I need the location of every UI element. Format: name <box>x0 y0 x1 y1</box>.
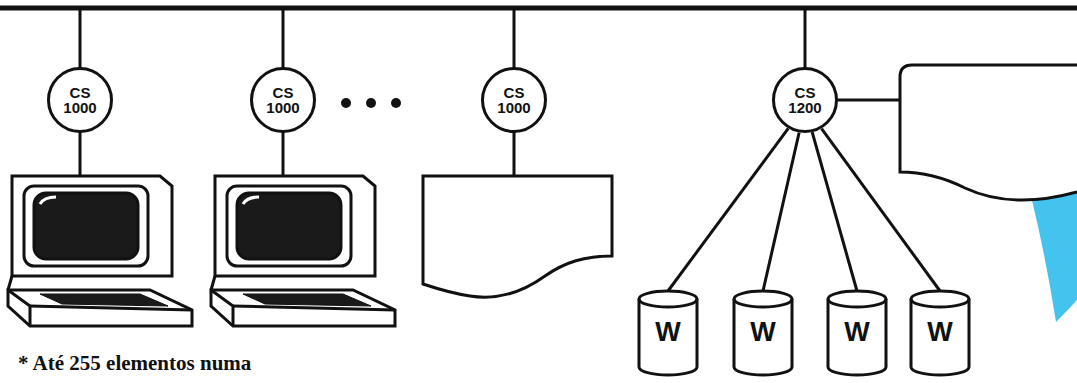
ellipsis-dots <box>341 98 401 108</box>
disk-cylinder: W <box>637 289 699 377</box>
disk-letter: W <box>732 319 794 346</box>
disk-link <box>668 128 788 291</box>
disk-letter: W <box>637 319 699 346</box>
controller-name: CS 1200 <box>785 85 825 115</box>
controller-name: CS 1000 <box>263 85 303 115</box>
network-controller-circle: CS 1200 <box>772 67 838 133</box>
terminal-icon <box>211 176 395 326</box>
controller-name: CS 1000 <box>60 85 100 115</box>
network-controller-circle: CS 1000 <box>250 67 316 133</box>
network-controller-circle: CS 1000 <box>47 67 113 133</box>
disk-link <box>763 132 799 291</box>
disk-letter: W <box>909 319 971 346</box>
drop-lines <box>80 8 900 176</box>
controller-name: CS 1000 <box>494 85 534 115</box>
bus-line <box>0 6 1077 11</box>
printer-document <box>900 65 1077 200</box>
disk-cylinder: W <box>909 289 971 377</box>
disk-link <box>812 132 857 291</box>
disk-cylinder: W <box>732 289 794 377</box>
disk-link <box>822 129 940 291</box>
network-controller-circle: CS 1000 <box>481 67 547 133</box>
printer-document <box>423 176 612 297</box>
note-text: * Até 255 elementos numa <box>18 352 251 375</box>
disk-letter: W <box>826 319 888 346</box>
terminal-icon <box>8 176 192 326</box>
disk-cylinder: W <box>826 289 888 377</box>
